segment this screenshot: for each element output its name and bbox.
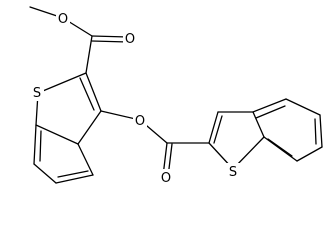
bond xyxy=(285,98,321,116)
bond xyxy=(35,124,79,145)
bond xyxy=(91,40,129,43)
ether-oxygen-label: O xyxy=(135,114,145,129)
thiophene-sulfur-right-atom: S xyxy=(226,163,240,180)
bond xyxy=(79,77,95,111)
structure-canvas: O O S O O S xyxy=(29,6,323,186)
bond xyxy=(213,115,223,144)
bond xyxy=(85,72,102,112)
thiophene-sulfur-left-atom: S xyxy=(30,84,44,101)
ether-oxygen-atom: O xyxy=(133,113,147,129)
methyl-oxygen-atom: O xyxy=(56,10,70,27)
bond xyxy=(91,35,129,38)
bond xyxy=(252,98,287,113)
bond-layer xyxy=(29,6,323,184)
bond xyxy=(85,35,93,74)
bond xyxy=(33,124,37,165)
chemical-structure-diagram: O O S O O S xyxy=(29,6,323,186)
ester-carbonyl-oxygen-bottom-atom: O xyxy=(159,169,173,186)
bond xyxy=(77,143,94,176)
ester-carbonyl-oxygen-top-atom: O xyxy=(123,30,137,47)
bond xyxy=(208,111,219,144)
ester-carbonyl-oxygen-bottom-label: O xyxy=(161,171,171,186)
thiophene-sulfur-left-label: S xyxy=(33,86,41,101)
bond xyxy=(296,146,323,162)
bond xyxy=(255,105,286,119)
bond xyxy=(77,110,102,145)
bond xyxy=(267,138,293,157)
bond xyxy=(39,130,42,162)
bond xyxy=(314,118,317,145)
bond xyxy=(319,114,323,148)
bond xyxy=(33,163,57,184)
bond xyxy=(37,72,87,94)
methyl-oxygen-label: O xyxy=(58,12,68,27)
bond xyxy=(55,174,94,184)
ester-carbonyl-oxygen-top-label: O xyxy=(125,32,135,47)
thiophene-sulfur-right-label: S xyxy=(229,165,237,180)
bond xyxy=(263,136,298,162)
atom-label-layer: O O S O O S xyxy=(30,10,240,186)
bond xyxy=(252,111,265,138)
bond xyxy=(57,170,89,178)
